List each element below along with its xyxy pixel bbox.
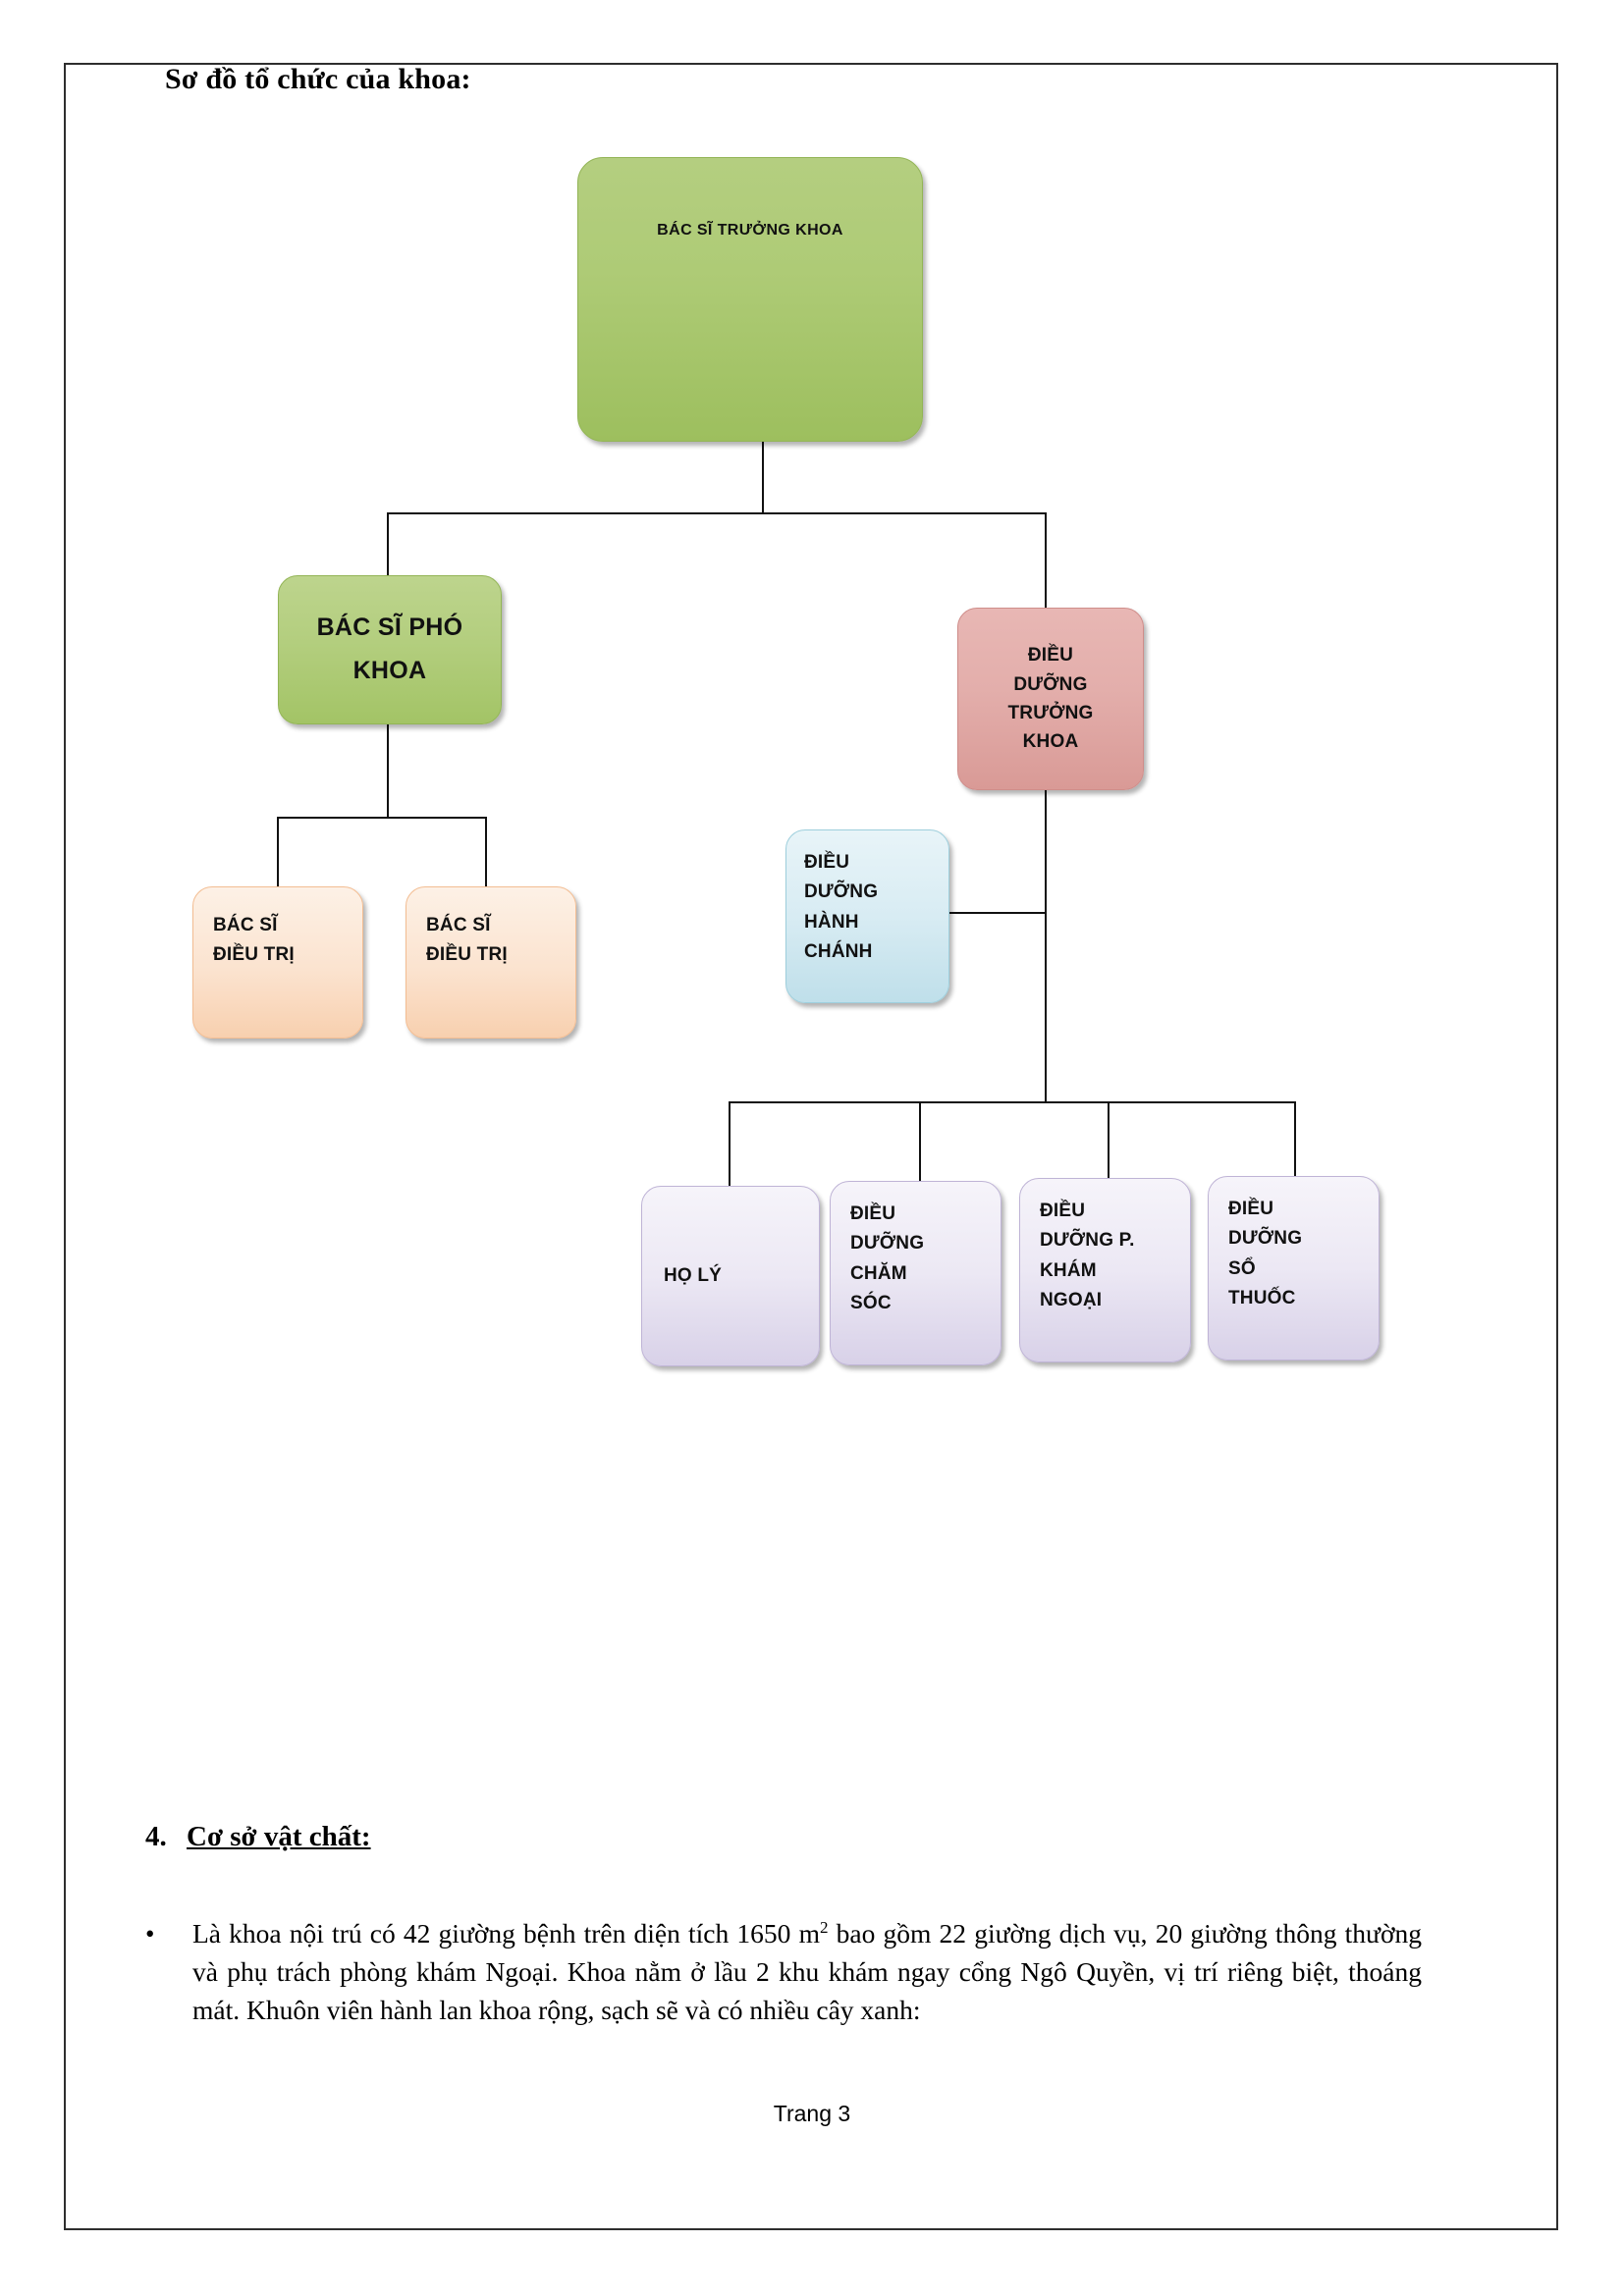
bullet-marker: • [145, 1919, 155, 1949]
connector-trunk-pho-khoa [387, 724, 389, 817]
connector-trunk-dd-truong-khoa [1045, 785, 1047, 1103]
page-title: Sơ đồ tổ chức của khoa: [165, 63, 471, 95]
connector-to-dd-cham-soc [919, 1101, 921, 1188]
org-chart: BÁC SĨ TRƯỞNG KHOA BÁC SĨ PHÓ KHOA ĐIỀU … [192, 157, 1380, 1366]
bullet-text-part2: bao gồm 22 giường dịch vụ, 20 giường thô… [192, 1918, 1422, 2026]
node-dieu-duong-p-kham-ngoai[interactable]: ĐIỀU DƯỠNG P. KHÁM NGOẠI [1019, 1178, 1191, 1362]
node-label: BÁC SĨ ĐIỀU TRỊ [426, 915, 508, 966]
node-label: BÁC SĨ TRƯỞNG KHOA [657, 222, 843, 239]
connector-to-ho-ly [729, 1101, 731, 1188]
section-heading: 4. Cơ sở vật chất: [145, 1821, 1422, 1853]
node-dieu-duong-hanh-chanh[interactable]: ĐIỀU DƯỠNG HÀNH CHÁNH [785, 829, 949, 1003]
node-label: BÁC SĨ ĐIỀU TRỊ [213, 915, 295, 966]
node-bac-si-truong-khoa[interactable]: BÁC SĨ TRƯỞNG KHOA [577, 157, 923, 442]
node-label: ĐIỀU DƯỠNG P. KHÁM NGOẠI [1040, 1201, 1135, 1311]
node-dieu-duong-cham-soc[interactable]: ĐIỀU DƯỠNG CHĂM SÓC [830, 1181, 1001, 1365]
node-label: ĐIỀU DƯỠNG TRƯỞNG KHOA [1007, 645, 1094, 753]
node-label: BÁC SĨ PHÓ KHOA [316, 614, 463, 684]
node-bac-si-dieu-tri-2[interactable]: BÁC SĨ ĐIỀU TRỊ [406, 886, 576, 1039]
connector-bus-bac-si-dieu-tri [277, 817, 487, 819]
connector-to-dd-truong-khoa [1045, 512, 1047, 611]
page-footer: Trang 3 [773, 2101, 851, 2126]
body-paragraph: • Là khoa nội trú có 42 giường bệnh trên… [145, 1914, 1422, 2029]
section-heading-text: Cơ sở vật chất: [187, 1821, 371, 1852]
node-label: ĐIỀU DƯỠNG SỔ THUỐC [1228, 1199, 1303, 1309]
bullet-superscript: 2 [819, 1917, 829, 1937]
node-label: ĐIỀU DƯỠNG CHĂM SÓC [850, 1203, 925, 1314]
node-dieu-duong-so-thuoc[interactable]: ĐIỀU DƯỠNG SỔ THUỐC [1208, 1176, 1380, 1361]
node-label: ĐIỀU DƯỠNG HÀNH CHÁNH [804, 852, 879, 963]
connector-to-dd-p-kham-ngoai [1108, 1101, 1110, 1188]
connector-bus-level1 [387, 512, 1047, 514]
connector-to-dd-so-thuoc [1294, 1101, 1296, 1188]
section-number: 4. [145, 1821, 167, 1852]
node-bac-si-pho-khoa[interactable]: BÁC SĨ PHÓ KHOA [278, 575, 502, 724]
node-dieu-duong-truong-khoa[interactable]: ĐIỀU DƯỠNG TRƯỞNG KHOA [957, 608, 1144, 790]
node-ho-ly[interactable]: HỌ LÝ [641, 1186, 820, 1366]
bullet-text-part1: Là khoa nội trú có 42 giường bệnh trên d… [192, 1918, 820, 1949]
node-bac-si-dieu-tri-1[interactable]: BÁC SĨ ĐIỀU TRỊ [192, 886, 363, 1039]
connector-bus-level3 [729, 1101, 1296, 1103]
connector-to-pho-khoa [387, 512, 389, 579]
connector-to-bac-si-dieu-tri-1 [277, 817, 279, 887]
connector-to-dd-hanh-chanh [948, 912, 1047, 914]
connector-to-bac-si-dieu-tri-2 [485, 817, 487, 887]
bullet-text: Là khoa nội trú có 42 giường bệnh trên d… [192, 1914, 1422, 2029]
connector-trunk-root [762, 440, 764, 514]
node-label: HỌ LÝ [664, 1264, 723, 1286]
